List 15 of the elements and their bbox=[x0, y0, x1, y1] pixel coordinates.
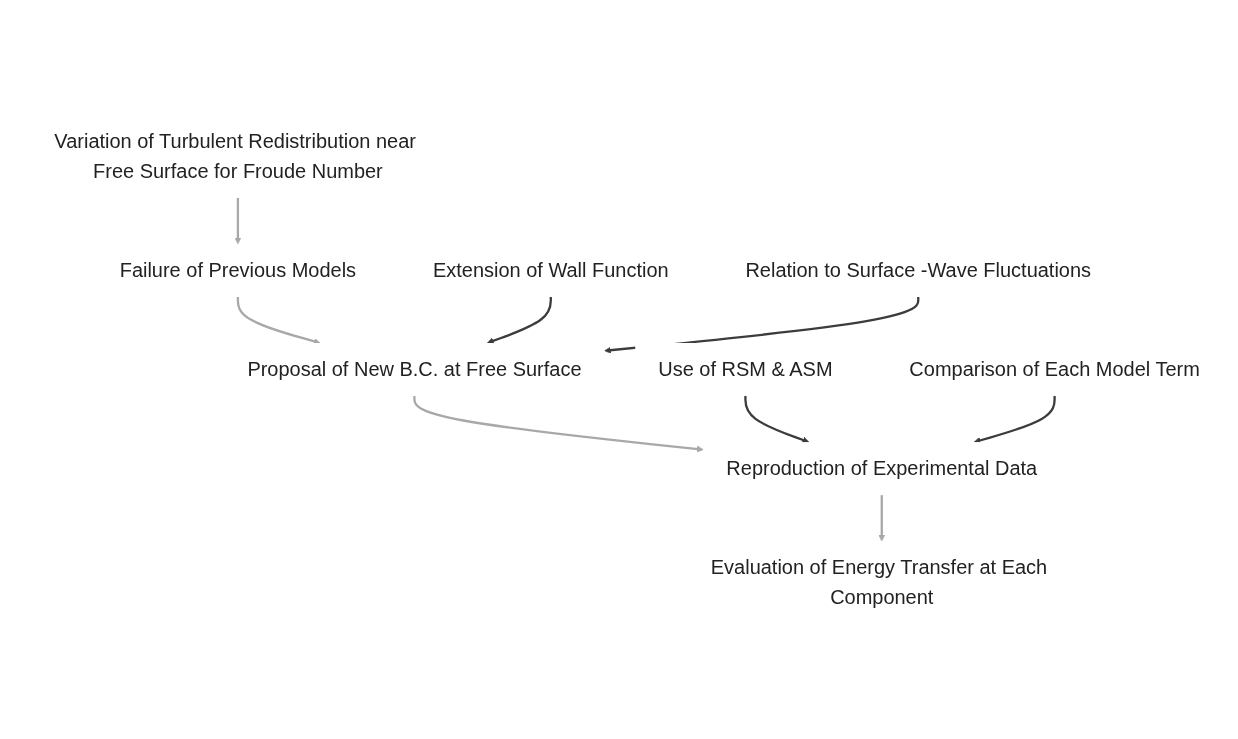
arrow bbox=[236, 296, 321, 345]
arrow bbox=[744, 396, 810, 444]
arrow bbox=[973, 396, 1056, 444]
node-text: Extension of Wall Function bbox=[432, 258, 669, 282]
node-text: Failure of Previous Models bbox=[119, 258, 357, 282]
node-text: Proposal of New B.C. at Free Surface bbox=[247, 357, 582, 381]
arrow bbox=[413, 396, 704, 453]
arrow bbox=[878, 495, 886, 542]
arrow bbox=[234, 197, 242, 245]
node-text: Evaluation of Energy Transfer at Each Component bbox=[710, 555, 1048, 609]
node-text: Comparison of Each Model Term bbox=[909, 357, 1200, 381]
node-text: Relation to Surface -Wave Fluctuations bbox=[745, 258, 1092, 282]
node-text: Variation of Turbulent Redistribution near Free Surface for Froude Number bbox=[54, 129, 416, 183]
node-text: Reproduction of Experimental Data bbox=[726, 456, 1038, 480]
arrow bbox=[487, 296, 552, 345]
